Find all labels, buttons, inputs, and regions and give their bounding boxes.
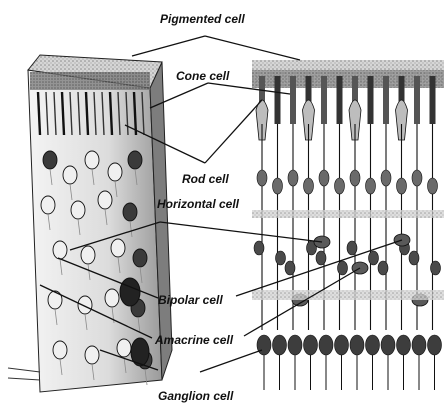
left-cell-body [117,339,131,357]
retina-layers-right [252,60,444,390]
photoreceptor-segment [414,76,420,124]
photoreceptor-segment [383,76,389,124]
left-cell-body [81,246,95,264]
left-cell-body [133,249,147,267]
bipolar-nucleus [285,261,295,275]
ganglion-body [319,335,333,355]
left-cell-body [78,296,92,314]
ganglion-body [335,335,349,355]
bipolar-nucleus [254,241,264,255]
label-pigmented-cell: Pigmented cell [160,12,245,26]
photoreceptor-segment [321,76,327,124]
ganglion-body [397,335,411,355]
bipolar-nucleus [347,241,357,255]
ganglion-body [428,335,442,355]
outer-nucleus [319,170,329,186]
label-rod-cell: Rod cell [182,172,229,186]
bipolar-nucleus [316,251,326,265]
outer-nucleus [335,178,345,194]
bipolar-nucleus [338,261,348,275]
left-cell-body [123,203,137,221]
left-cell-body [63,166,77,184]
ganglion-body [288,335,302,355]
left-cell-body [41,196,55,214]
label-ganglion-cell: Ganglion cell [158,389,234,403]
left-cell-body [105,289,119,307]
outer-nucleus [428,178,438,194]
ganglion-body [273,335,287,355]
left-cell-body [85,346,99,364]
left-cell-body [43,151,57,169]
outer-nucleus [257,170,267,186]
outer-nucleus [304,178,314,194]
label-horizontal-cell: Horizontal cell [157,197,240,211]
outer-nucleus [397,178,407,194]
outer-nucleus [350,170,360,186]
left-cell-body [111,239,125,257]
bipolar-nucleus [409,251,419,265]
bipolar-nucleus [378,261,388,275]
photoreceptor-segment [275,76,281,124]
ganglion-body [366,335,380,355]
left-cell-body [128,151,142,169]
ganglion-body [412,335,426,355]
retina-block-left [8,55,172,392]
ganglion-body [304,335,318,355]
photoreceptor-segment [337,76,343,124]
left-dark-cell [120,278,140,306]
photoreceptor-segment [430,76,436,124]
left-cell-body [53,241,67,259]
ganglion-body [350,335,364,355]
left-cell-body [108,163,122,181]
label-cone-cell: Cone cell [176,69,230,83]
outer-nucleus [366,178,376,194]
photoreceptor-segment [290,76,296,124]
ganglion-body [381,335,395,355]
label-amacrine-cell: Amacrine cell [154,333,234,347]
left-cell-body [71,201,85,219]
left-cell-body [85,151,99,169]
outer-nucleus [412,170,422,186]
photoreceptor-segment [368,76,374,124]
left-cell-body [98,191,112,209]
outer-nucleus [288,170,298,186]
ganglion-body [257,335,271,355]
outer-nucleus [381,170,391,186]
bipolar-nucleus [276,251,286,265]
bipolar-nucleus [369,251,379,265]
bipolar-nucleus [431,261,441,275]
label-bipolar-cell: Bipolar cell [158,293,223,307]
left-cell-body [53,341,67,359]
outer-nucleus [273,178,283,194]
